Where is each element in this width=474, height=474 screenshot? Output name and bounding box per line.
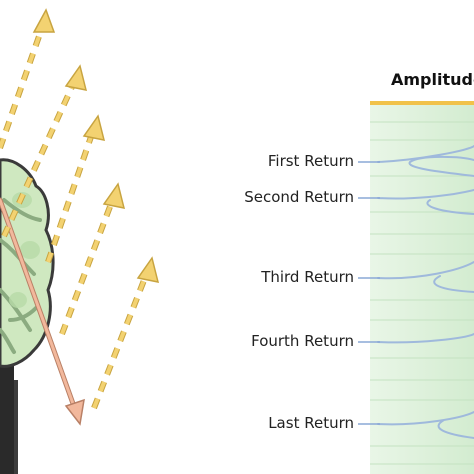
reflected-arrow-head-2 <box>64 64 88 91</box>
reflected-arrow-head-4 <box>102 182 126 209</box>
label-second-return: Second Return <box>244 188 354 206</box>
return-waveform <box>377 145 474 439</box>
laser-pulse-arrow <box>0 197 85 426</box>
reflected-arrow-head-1 <box>32 8 56 33</box>
tree-illustration <box>0 158 55 474</box>
return-label-ticks <box>358 161 380 425</box>
amplitude-band-stripes <box>370 121 474 465</box>
label-first-return: First Return <box>267 152 354 170</box>
reflected-arrow-head-5 <box>136 256 160 283</box>
amplitude-band <box>370 104 474 474</box>
tree-foliage <box>0 158 55 368</box>
label-last-return: Last Return <box>268 414 354 432</box>
label-third-return: Third Return <box>261 268 354 286</box>
tree-trunk <box>0 360 14 474</box>
reflected-arrows <box>0 8 160 410</box>
label-fourth-return: Fourth Return <box>251 332 354 350</box>
amplitude-title: Amplitude <box>391 70 474 89</box>
reflected-arrow-head-3 <box>82 114 106 141</box>
